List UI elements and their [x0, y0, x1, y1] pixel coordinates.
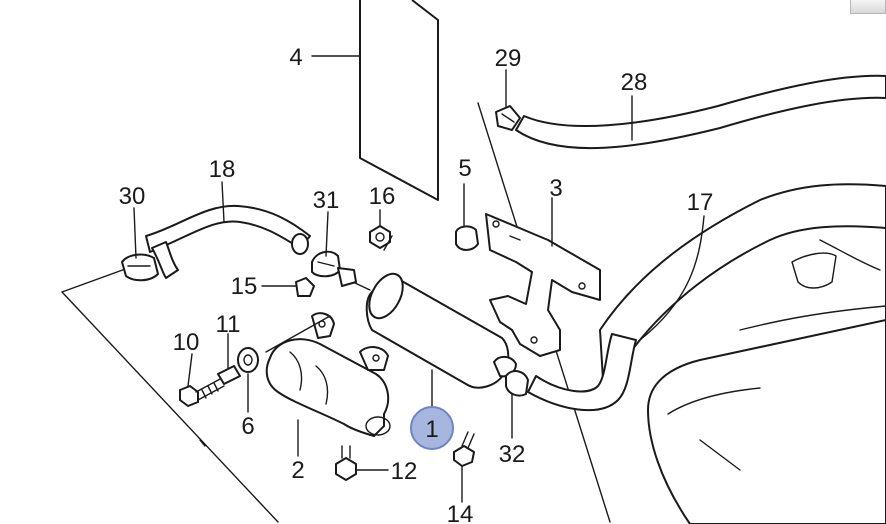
- callout-10[interactable]: 10: [173, 329, 200, 356]
- callout-2[interactable]: 2: [291, 457, 304, 484]
- part-29-clamp: [495, 105, 521, 131]
- part-12-bolt: [335, 445, 357, 481]
- callout-28[interactable]: 28: [621, 69, 648, 96]
- callout-30[interactable]: 30: [119, 183, 146, 210]
- part-15-fitting: [295, 277, 315, 297]
- part-30-clamp: [121, 253, 159, 282]
- part-17-fuel-tank: [599, 183, 886, 524]
- callout-12[interactable]: 12: [391, 458, 418, 485]
- callout-18[interactable]: 18: [209, 156, 236, 183]
- callout-4[interactable]: 4: [289, 44, 302, 71]
- callout-6[interactable]: 6: [241, 413, 254, 440]
- callout-numbers: 1 2 3 4 5 6 10 11 12 14 15 16 17 18 28 2…: [119, 44, 714, 524]
- callout-14[interactable]: 14: [447, 501, 474, 524]
- callout-5[interactable]: 5: [458, 155, 471, 182]
- part-16-nut: [369, 225, 391, 249]
- part-5-grommet: [455, 225, 479, 251]
- part-6-collar: [237, 347, 259, 373]
- leader-lines: [133, 55, 705, 503]
- callout-32[interactable]: 32: [499, 441, 526, 468]
- callout-16[interactable]: 16: [369, 183, 396, 210]
- part-18-hose: [145, 204, 311, 279]
- callout-1-highlight[interactable]: [410, 406, 454, 450]
- part-11-spacer: [217, 365, 241, 385]
- hose-to-tank: [527, 333, 637, 412]
- part-1-canister: [337, 267, 517, 389]
- part-2-holder: [265, 312, 391, 437]
- callout-11[interactable]: 11: [216, 311, 241, 338]
- part-4-shield: [359, 0, 439, 201]
- callout-17[interactable]: 17: [687, 189, 714, 216]
- callout-29[interactable]: 29: [495, 45, 522, 72]
- part-14-bolt: [453, 431, 475, 467]
- corner-scroll-button[interactable]: [850, 0, 886, 14]
- part-3-bracket: [485, 213, 601, 357]
- part-32-clamp: [505, 370, 529, 397]
- part-28-hose: [515, 74, 886, 150]
- part-10-bolt: [179, 377, 225, 407]
- callout-1[interactable]: 1: [425, 416, 438, 443]
- callout-3[interactable]: 3: [549, 175, 562, 202]
- callout-31[interactable]: 31: [313, 187, 340, 214]
- callout-15[interactable]: 15: [231, 273, 258, 300]
